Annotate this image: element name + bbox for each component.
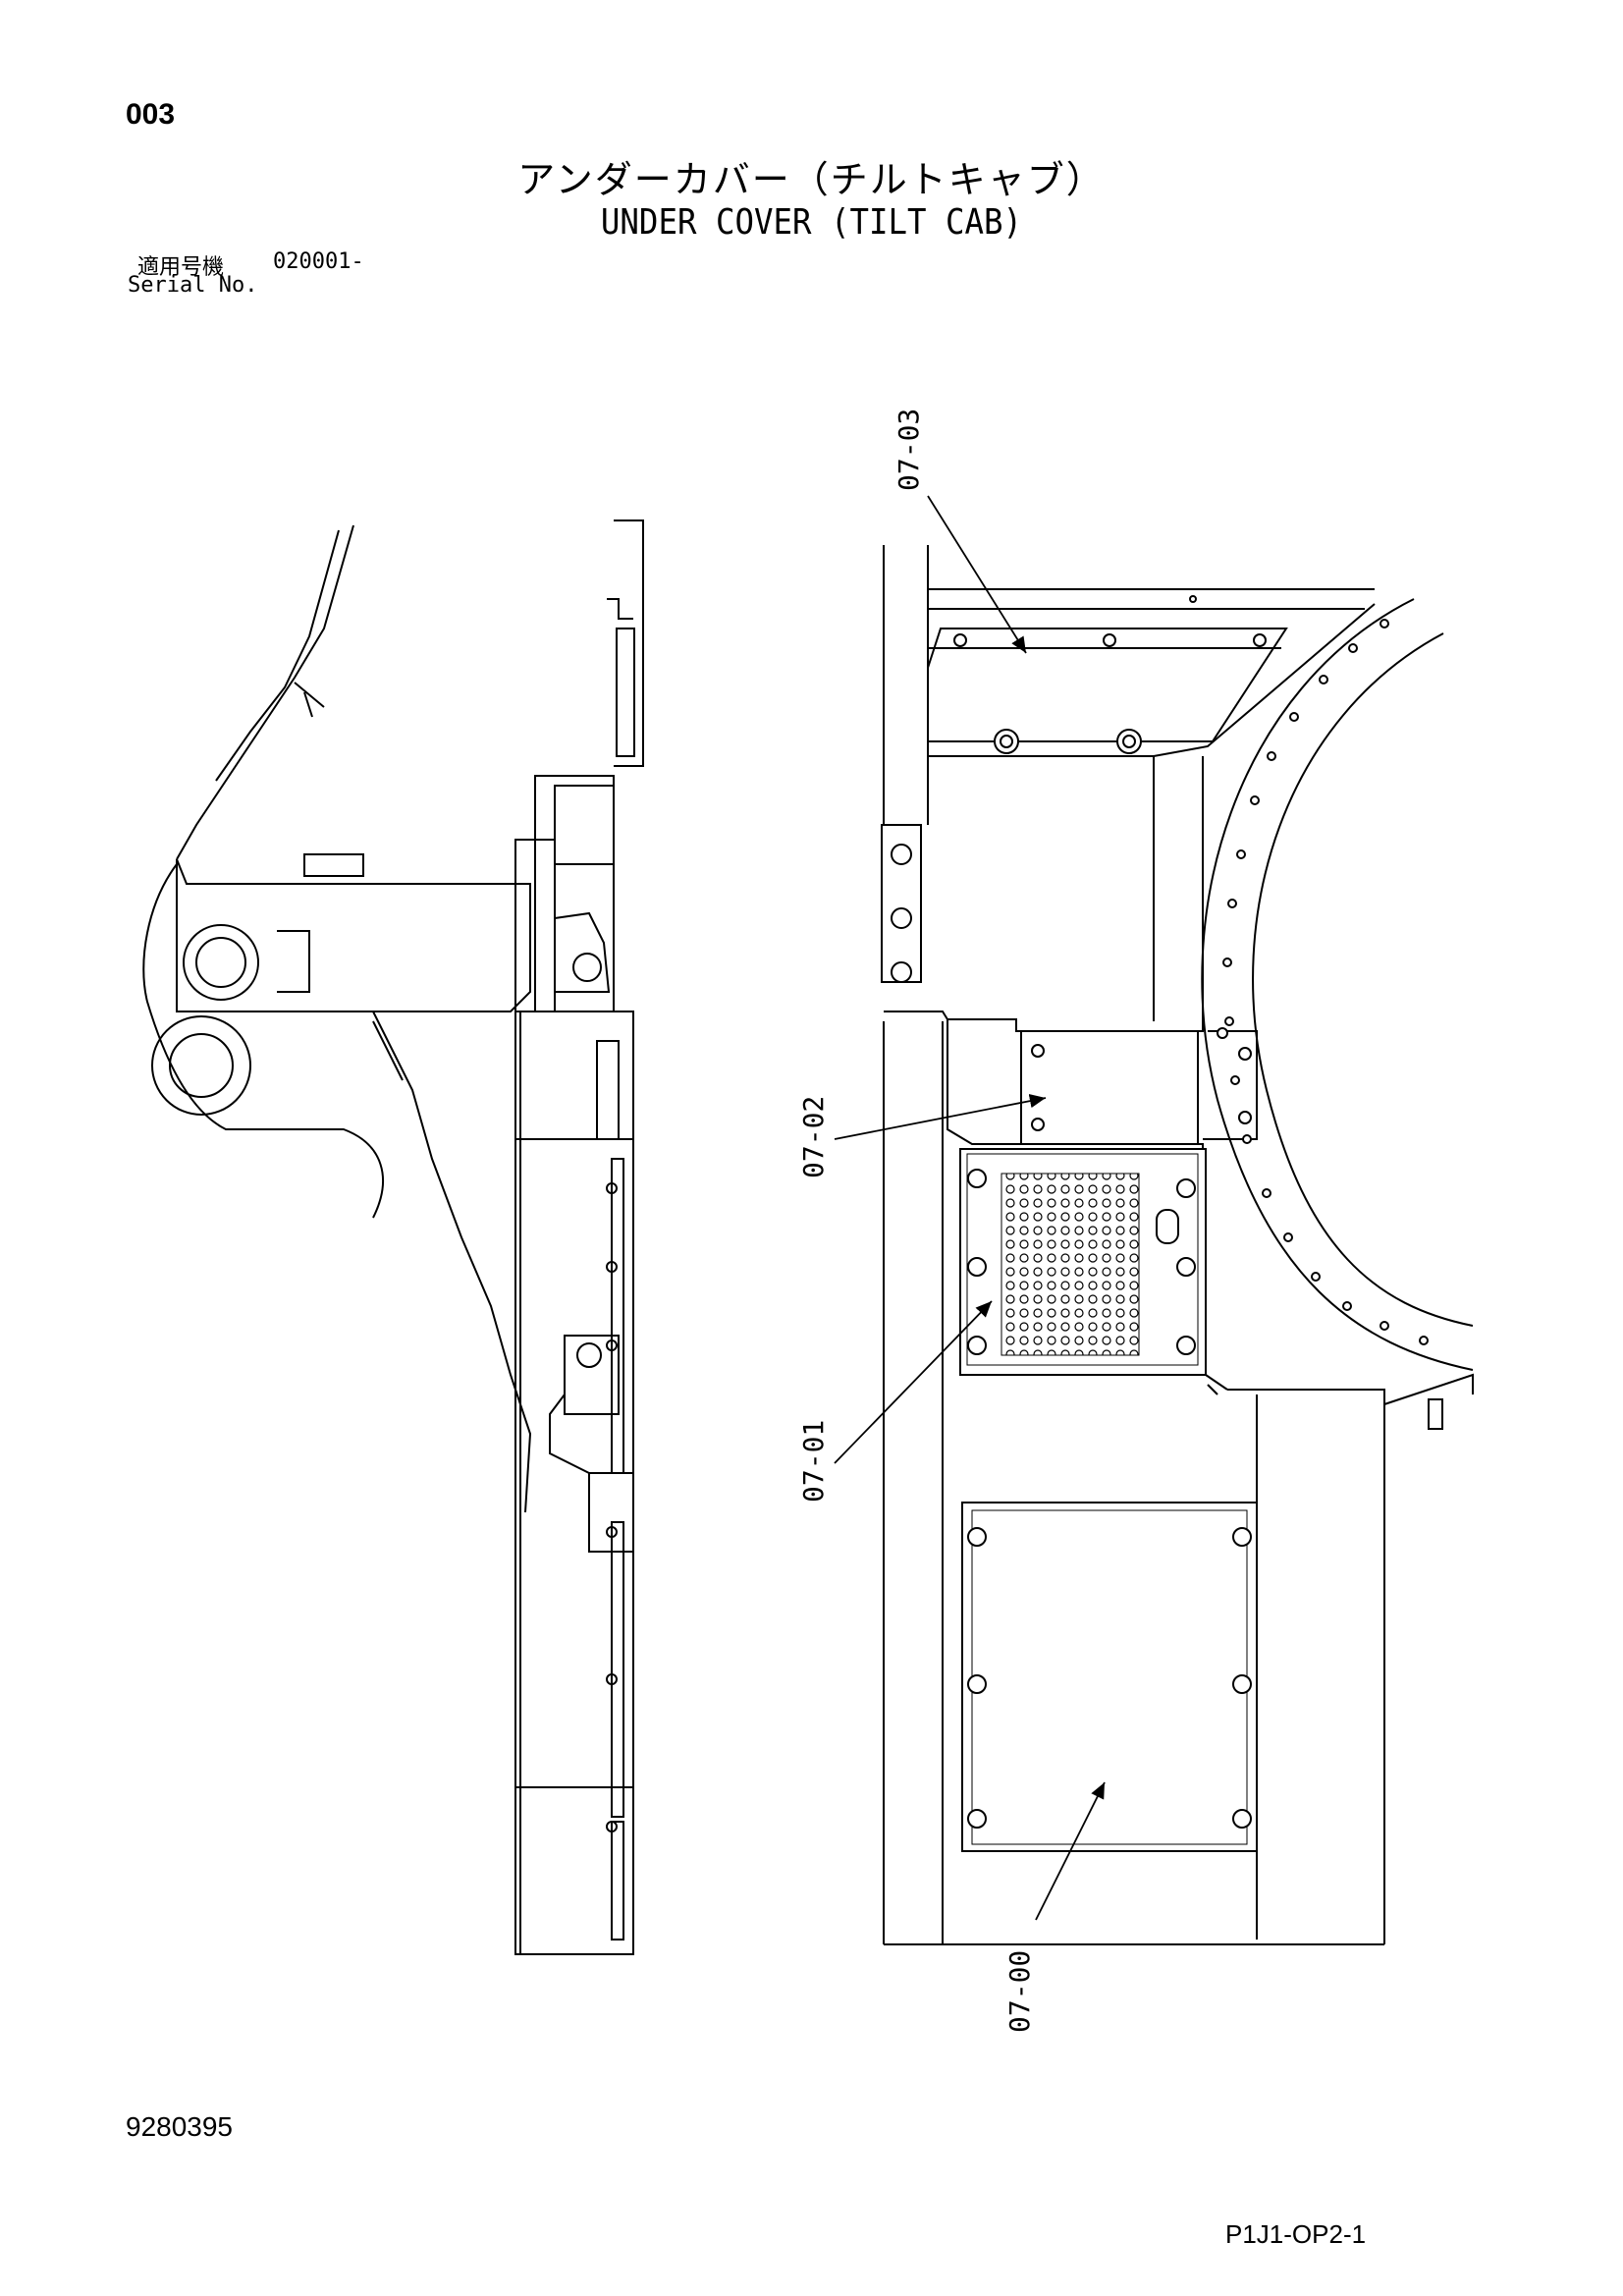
title-english: UNDER COVER (TILT CAB)	[600, 202, 1023, 243]
callout-07-01: 07-01	[797, 1420, 830, 1503]
bolts-07-01	[967, 1169, 1196, 1355]
document-number: 9280395	[126, 2111, 234, 2142]
leader-lines	[834, 495, 1106, 1921]
title-japanese: アンダーカバー（チルトキャブ）	[517, 158, 1106, 201]
bolts-07-03	[953, 595, 1267, 754]
bolts-swing-ring	[1222, 619, 1429, 1345]
bolts-07-02	[1031, 1027, 1252, 1131]
callout-07-00: 07-00	[1003, 1950, 1036, 2033]
bottom-view-frame	[881, 545, 1474, 1945]
side-view-frame	[142, 519, 644, 1955]
serial-label-english: Serial No.	[128, 273, 258, 298]
cover-07-02	[947, 1019, 1258, 1150]
sheet-code: P1J1-OP2-1	[1225, 2219, 1367, 2249]
cover-07-00	[961, 1502, 1258, 1852]
callout-labels: 07-03 07-02 07-01 07-00	[797, 409, 1036, 2033]
callout-07-02: 07-02	[797, 1096, 830, 1178]
cover-07-03	[927, 628, 1288, 742]
page-number: 003	[126, 98, 176, 131]
cover-07-01	[959, 1148, 1228, 1391]
bolts-07-00	[967, 1527, 1252, 1829]
serial-label-japanese: 適用号機	[137, 255, 225, 280]
swing-ring	[1201, 598, 1474, 1371]
callout-07-03: 07-03	[893, 409, 925, 491]
serial-value: 020001-	[273, 249, 364, 274]
